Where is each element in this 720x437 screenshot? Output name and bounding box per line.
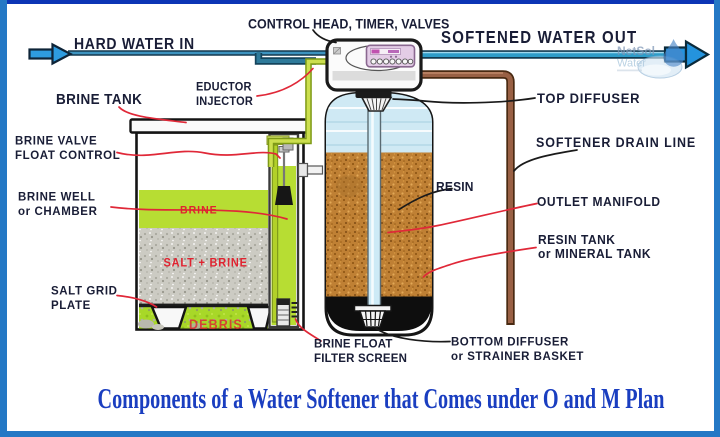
leader-outlet-manifold: [387, 202, 538, 234]
label-outlet-manifold: OUTLET MANIFOLD: [537, 193, 661, 210]
hard-water-pipe: [68, 50, 328, 65]
brine-tube: [267, 58, 328, 167]
salt-spill: [189, 323, 203, 329]
frame-border-top: [0, 0, 720, 4]
leader-drain-line: [513, 149, 578, 172]
resin-tank: [324, 92, 434, 337]
diagram-title: Components of a Water Softener that Come…: [97, 384, 665, 415]
softened-water-pipe: [420, 50, 694, 59]
frame-border-right: [714, 0, 720, 437]
leader-bottom-diffuser: [375, 327, 451, 343]
label-brine-tank: BRINE TANK: [56, 90, 143, 107]
leader-brine-float: [294, 318, 322, 342]
timer-panel: [365, 44, 416, 68]
salt-spill: [138, 319, 154, 329]
brine-float: [275, 186, 293, 205]
leader-control-head: [312, 29, 337, 44]
brine-float-filter-screen: [276, 298, 298, 327]
label-debris: DEBRIS: [189, 316, 243, 332]
label-resin: RESIN: [436, 178, 474, 194]
leader-top-diffuser: [392, 97, 536, 104]
watermark-name: NetSol: [617, 44, 655, 58]
leader-salt-grid: [116, 294, 158, 308]
salt-spill: [152, 324, 164, 330]
overflow-fitting: [297, 162, 324, 178]
label-softener-drain-line: SOFTENER DRAIN LINE: [536, 134, 697, 150]
control-head-neck: [355, 89, 392, 98]
salt-brine-layer: [139, 228, 268, 305]
leader-brine-well: [110, 206, 288, 220]
label-control-head: CONTROL HEAD, TIMER, VALVES: [248, 15, 450, 32]
bottom-diffuser: [353, 304, 392, 328]
label-bottom-diffuser-or-strainer-basket: BOTTOM DIFFUSER or STRAINER BASKET: [451, 335, 584, 363]
leader-eductor: [256, 67, 314, 97]
label-salt-plus-brine: SALT + BRINE: [163, 257, 248, 270]
label-hard-water-in: HARD WATER IN: [74, 34, 195, 52]
hard-water-arrow: [28, 42, 73, 66]
leader-resin-tank: [422, 246, 537, 278]
control-head-band: [332, 71, 416, 81]
grid-leg: [246, 305, 273, 330]
label-eductor-injector: EDUCTOR INJECTOR: [196, 81, 254, 108]
softener-drain-line-pipe: [420, 70, 515, 325]
leader-lines-red: [110, 67, 538, 342]
leader-brine-tank: [118, 106, 187, 124]
label-resin-tank-or-mineral-tank: RESIN TANK or MINERAL TANK: [538, 231, 652, 261]
label-brine-float-filter-screen: BRINE FLOAT FILTER SCREEN: [314, 337, 408, 365]
watermark: NetSol Water: [617, 39, 684, 79]
leader-resin: [398, 187, 453, 211]
leader-lines-black: [312, 29, 578, 343]
label-brine-well-or-chamber: BRINE WELL or CHAMBER: [18, 191, 98, 218]
frame-border-bottom: [0, 431, 720, 437]
timer-display: [370, 48, 401, 55]
control-head: [325, 38, 423, 98]
label-top-diffuser: TOP DIFFUSER: [537, 89, 641, 107]
frame-border-left: [0, 0, 7, 437]
leader-brine-valve: [116, 150, 281, 159]
label-brine: BRINE: [180, 203, 218, 217]
salt-grid-plate: [139, 303, 268, 308]
brine-tank: [129, 118, 324, 331]
watermark-word: Water: [617, 58, 646, 70]
brine-well: [268, 132, 300, 329]
brine-tank-lid: [129, 118, 312, 134]
riser-tube: [367, 105, 382, 307]
label-salt-grid-plate: SALT GRID PLATE: [51, 284, 118, 312]
label-softened-water-out: SOFTENED WATER OUT: [441, 27, 638, 48]
label-brine-valve-float-control: BRINE VALVE FLOAT CONTROL: [15, 134, 121, 162]
grid-leg: [150, 305, 188, 330]
watermark-logo-drop: [663, 39, 684, 67]
